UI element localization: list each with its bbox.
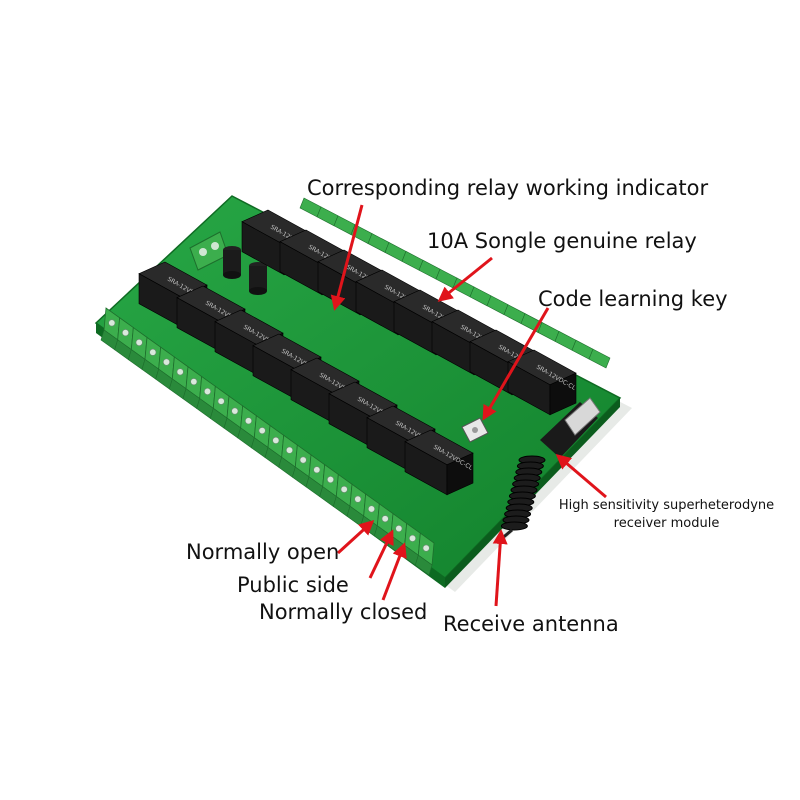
power-terminal: [189, 231, 229, 271]
label-antenna: Receive antenna: [443, 612, 619, 636]
screw-terminal: [414, 532, 435, 576]
relay: SRA-12VDC-CL: [507, 349, 577, 416]
screw-terminal: [223, 395, 244, 439]
label-receiver-line2: receiver module: [613, 516, 720, 531]
label-receiver-line1: High sensitivity superheterodyne: [558, 498, 775, 513]
arrow-relay: [437, 256, 493, 302]
arrow-normally-closed: [381, 542, 407, 601]
relay-group: SRA-12VDC-CLSRA-12VDC-CLSRA-12VDC-CLSRA-…: [138, 209, 577, 496]
terminal-strip-back: [299, 197, 611, 369]
screw-terminal: [305, 454, 326, 498]
capacitors: [223, 246, 267, 295]
label-learn-key: Code learning key: [538, 287, 728, 311]
label-indicator: Corresponding relay working indicator: [307, 176, 709, 200]
screw-terminal: [237, 405, 257, 449]
label-receiver: High sensitivity superheterodyne receive…: [553, 497, 780, 533]
label-normally-closed: Normally closed: [259, 600, 428, 624]
screw-terminal: [319, 463, 339, 507]
arrow-learn-key: [482, 307, 550, 421]
callout-arrows: [330, 204, 607, 607]
arrow-receiver: [555, 454, 607, 499]
screw-terminal: [291, 444, 312, 488]
relay: SRA-12VDC-CL: [404, 429, 474, 496]
antenna-coil: [500, 521, 528, 531]
screw-terminal: [114, 317, 134, 361]
label-relay: 10A Songle genuine relay: [427, 229, 697, 253]
label-public-side: Public side: [237, 573, 349, 597]
screw-terminal: [100, 307, 121, 351]
arrow-antenna: [492, 529, 508, 607]
label-normally-open: Normally open: [186, 540, 340, 564]
screw-terminal: [196, 375, 216, 419]
screw-terminal: [264, 424, 285, 468]
screw-terminal: [332, 473, 353, 517]
screw-terminal: [168, 356, 189, 400]
arrow-indicator: [330, 204, 364, 311]
screw-terminal-back: [588, 348, 611, 369]
code-learning-key: [461, 417, 489, 443]
terminal-strip-front: [100, 307, 435, 576]
arrow-normally-open: [336, 519, 375, 555]
screw-terminal: [209, 385, 230, 429]
screw-terminal: [182, 366, 203, 410]
arrow-public-side: [368, 529, 394, 579]
receiver-module: [540, 397, 601, 458]
